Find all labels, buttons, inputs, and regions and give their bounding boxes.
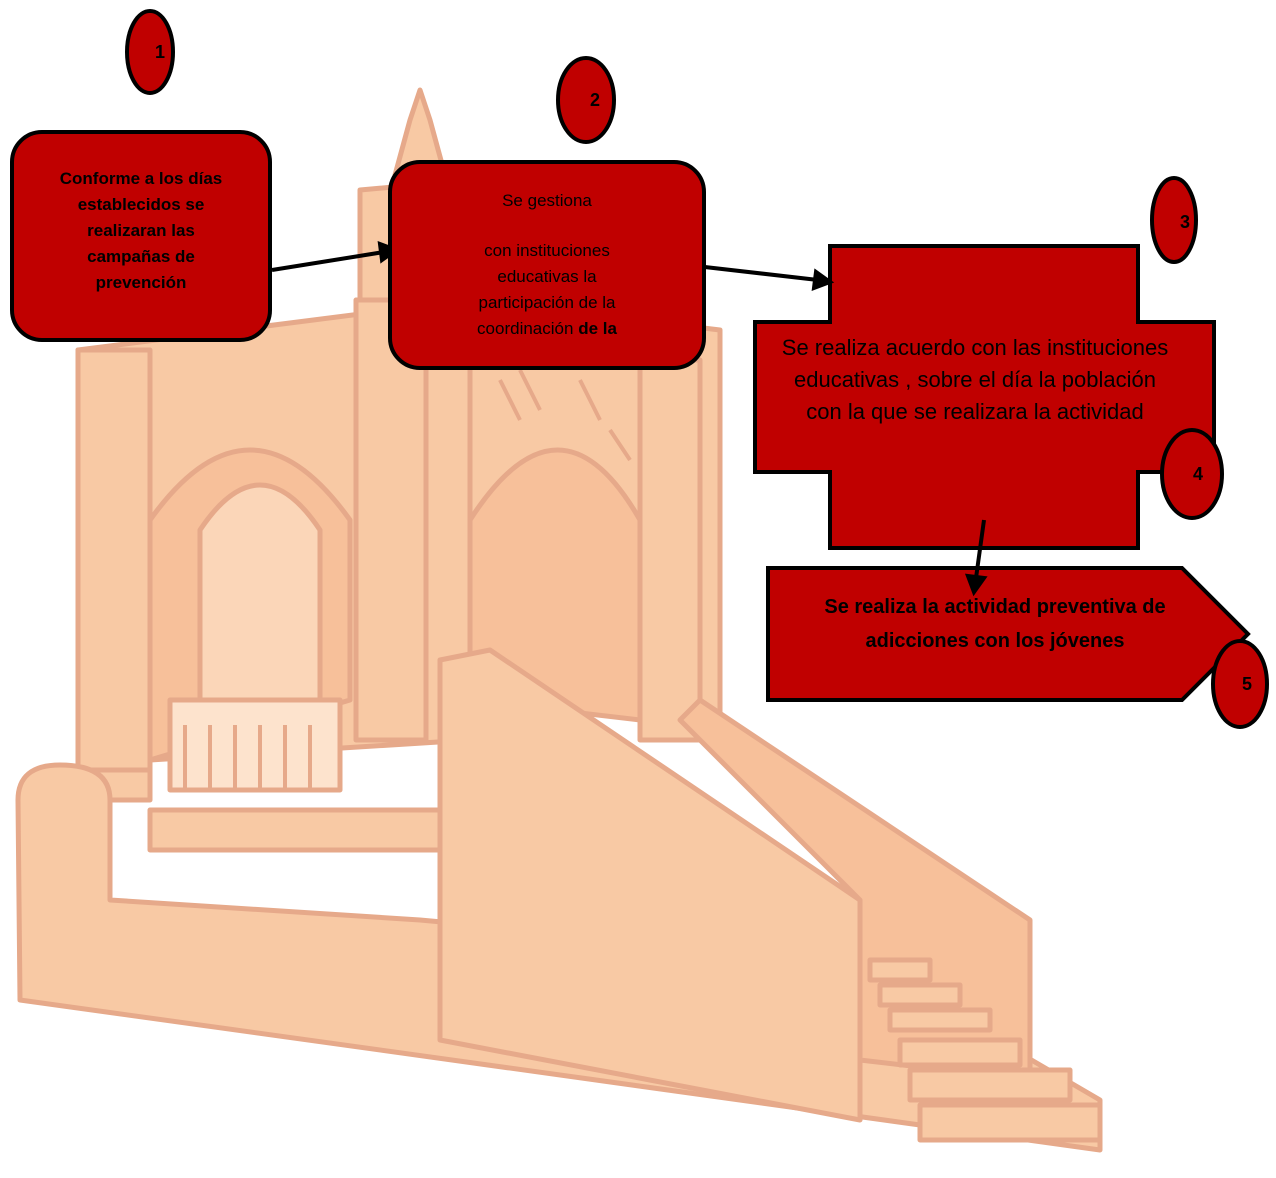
step-2-number: 2 [589,90,600,110]
step-1-text: Conforme a los días establecidos se real… [59,169,223,292]
step-4-marker [1160,428,1224,520]
step-2-marker [556,56,616,144]
step-3-cross-shape [753,244,1216,550]
step-1-number: 1 [154,42,165,62]
step-4-number: 4 [1192,464,1203,484]
step-5-marker [1211,639,1269,729]
step-1-marker [125,9,175,95]
step-3-text: Se realiza acuerdo con las instituciones… [781,335,1169,424]
connector-1-2 [271,250,385,272]
step-2-text-line2: con instituciones educativas la particip… [477,241,616,338]
step-3-marker [1150,176,1198,264]
step-2-box: Se gestiona con instituciones educativas… [388,160,706,370]
connector-3-5 [974,519,986,579]
step-3-number: 3 [1179,212,1190,232]
connector-2-3 [695,264,819,282]
step-5-text: Se realiza la actividad preventiva de ad… [824,596,1166,652]
step-5-number: 5 [1241,674,1252,694]
step-1-box: Conforme a los días establecidos se real… [10,130,272,342]
step-3-box: Se realiza acuerdo con las instituciones… [776,332,1174,462]
step-2-text-line1: Se gestiona [502,191,592,210]
step-2-text-bold: de la [578,319,617,338]
step-5-box: Se realiza la actividad preventiva de ad… [790,590,1200,660]
